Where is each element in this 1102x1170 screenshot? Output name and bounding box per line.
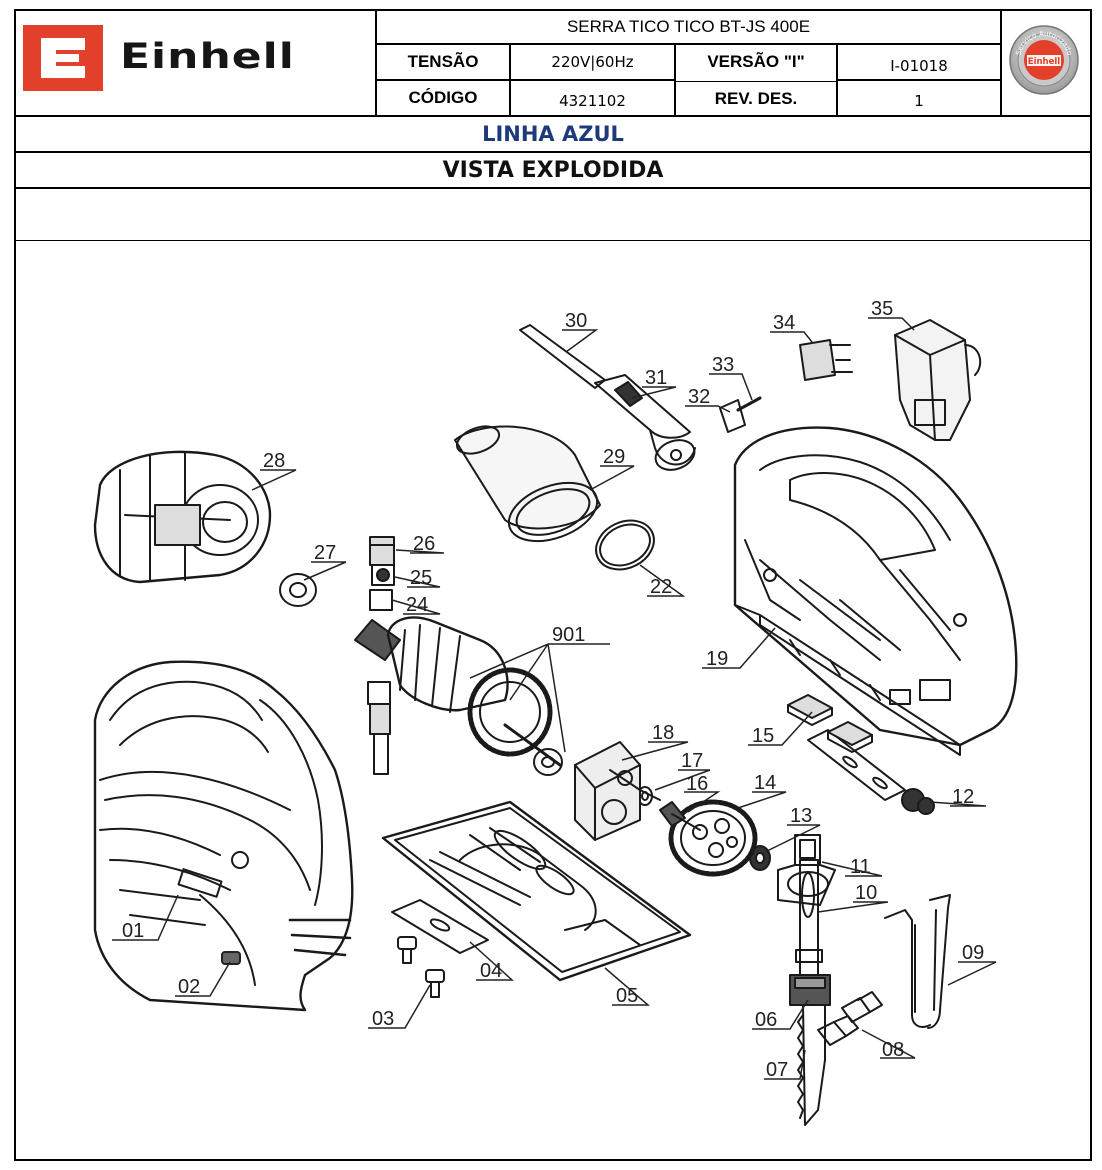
callout-18: 18 [652,722,674,744]
stator-28-drawing [93,450,272,584]
callout-17: 17 [681,750,703,772]
callout-13: 13 [790,805,812,827]
einhell-e-icon [41,38,85,78]
grid-line [14,151,1092,153]
callout-22: 22 [650,576,672,598]
switch-34-drawing [799,339,853,381]
callout-labels: 01 02 03 04 05 06 07 08 09 10 11 12 13 1… [122,298,984,1081]
pads-15-drawing [787,694,873,753]
brush-cap-26-drawing [369,536,395,566]
callout-27: 27 [314,542,336,564]
callout-06: 06 [755,1009,777,1031]
connectors-08-drawing [817,991,883,1046]
roller-guide-12-drawing [807,729,935,815]
tensao-value: 220V|60Hz [551,53,634,71]
einhell-logo-mark [23,25,103,91]
switch-35-drawing [894,319,982,441]
callout-19: 19 [706,648,728,670]
callout-11: 11 [850,856,871,878]
callout-09: 09 [962,942,984,964]
exploded-view-diagram: 01 02 03 04 05 06 07 08 09 10 11 12 13 1… [16,242,1090,1158]
codigo-value: 4321102 [559,92,626,110]
callout-03: 03 [372,1008,394,1030]
callout-33: 33 [712,354,734,376]
codigo-label: CÓDIGO [408,88,478,107]
saw-blade-07-drawing [797,1004,826,1126]
line-title: LINHA AZUL [482,122,624,146]
guide-11-drawing [777,834,836,906]
housing-half-drawing [93,660,354,1012]
callout-05: 05 [616,985,638,1007]
callout-12: 12 [952,786,974,808]
callout-24: 24 [406,594,428,616]
grid-line [836,79,1001,81]
callout-901: 901 [552,624,585,646]
rev-value: 1 [914,92,924,110]
brand-wordmark: Einhell [120,36,295,77]
grid-line [14,240,1092,241]
callout-28: 28 [263,450,285,472]
grid-line [675,81,836,82]
exploded-view-svg: 01 02 03 04 05 06 07 08 09 10 11 12 13 1… [93,298,1018,1126]
plunger-10-drawing [795,859,823,976]
gear-14-drawing [668,799,758,877]
authorized-service-seal: Serviço Autorizado Einhell [1008,24,1080,96]
callout-16: 16 [686,773,708,795]
callout-02: 02 [178,976,200,998]
sheet-frame [14,9,1092,1161]
seal-brand-text: Einhell [1028,57,1061,67]
callout-30: 30 [565,310,587,332]
product-title: SERRA TICO TICO BT-JS 400E [566,17,811,36]
callout-08: 08 [882,1039,904,1061]
versao-label: VERSÃO "I" [707,52,805,71]
callout-07: 07 [766,1059,788,1081]
grid-line [14,115,1092,117]
grid-line [375,43,1001,45]
callout-35: 35 [871,298,893,320]
versao-value: I-01018 [890,57,948,75]
pinion-16-drawing [659,801,701,831]
rev-label: REV. DES. [714,89,798,108]
tensao-label: TENSÃO [407,52,479,71]
grid-line [674,43,676,116]
brush-holder-25-drawing [371,564,395,586]
view-title: VISTA EXPLODIDA [442,157,664,183]
screw-03-drawing [397,936,445,998]
bearing-plate-18-drawing [574,741,661,841]
sleeve-29-drawing [454,425,601,543]
shaft-30-drawing [519,324,696,471]
grid-line [1000,9,1002,116]
callout-26: 26 [413,533,435,555]
plate-04-drawing [391,899,489,954]
housing-half-19-drawing [733,426,1018,756]
callout-34: 34 [773,312,795,334]
clip-32-drawing [719,399,746,433]
callout-14: 14 [754,772,776,794]
seal-icon: Serviço Autorizado Einhell [1009,25,1079,95]
callout-32: 32 [688,386,710,408]
grid-line [14,187,1092,189]
callout-29: 29 [603,446,625,468]
callout-04: 04 [480,960,502,982]
callout-31: 31 [645,367,667,389]
base-plate-05-drawing [381,800,692,982]
callout-10: 10 [855,882,877,904]
brush-24-drawing [367,589,393,775]
grid-line [375,9,377,116]
ring-22-drawing [595,519,655,571]
screw-02-drawing [221,951,241,965]
screw-33-drawing [736,396,762,412]
bearing-27-drawing [279,573,317,607]
wires-09-drawing [884,894,951,1029]
armature-901-drawing [354,616,563,776]
leader-lines [112,317,997,1080]
blade-clamp-06-drawing [789,974,831,1006]
rod-31-drawing [614,381,643,407]
callout-25: 25 [410,567,432,589]
callout-01: 01 [122,920,144,942]
callout-15: 15 [752,725,774,747]
grid-line [375,79,675,81]
